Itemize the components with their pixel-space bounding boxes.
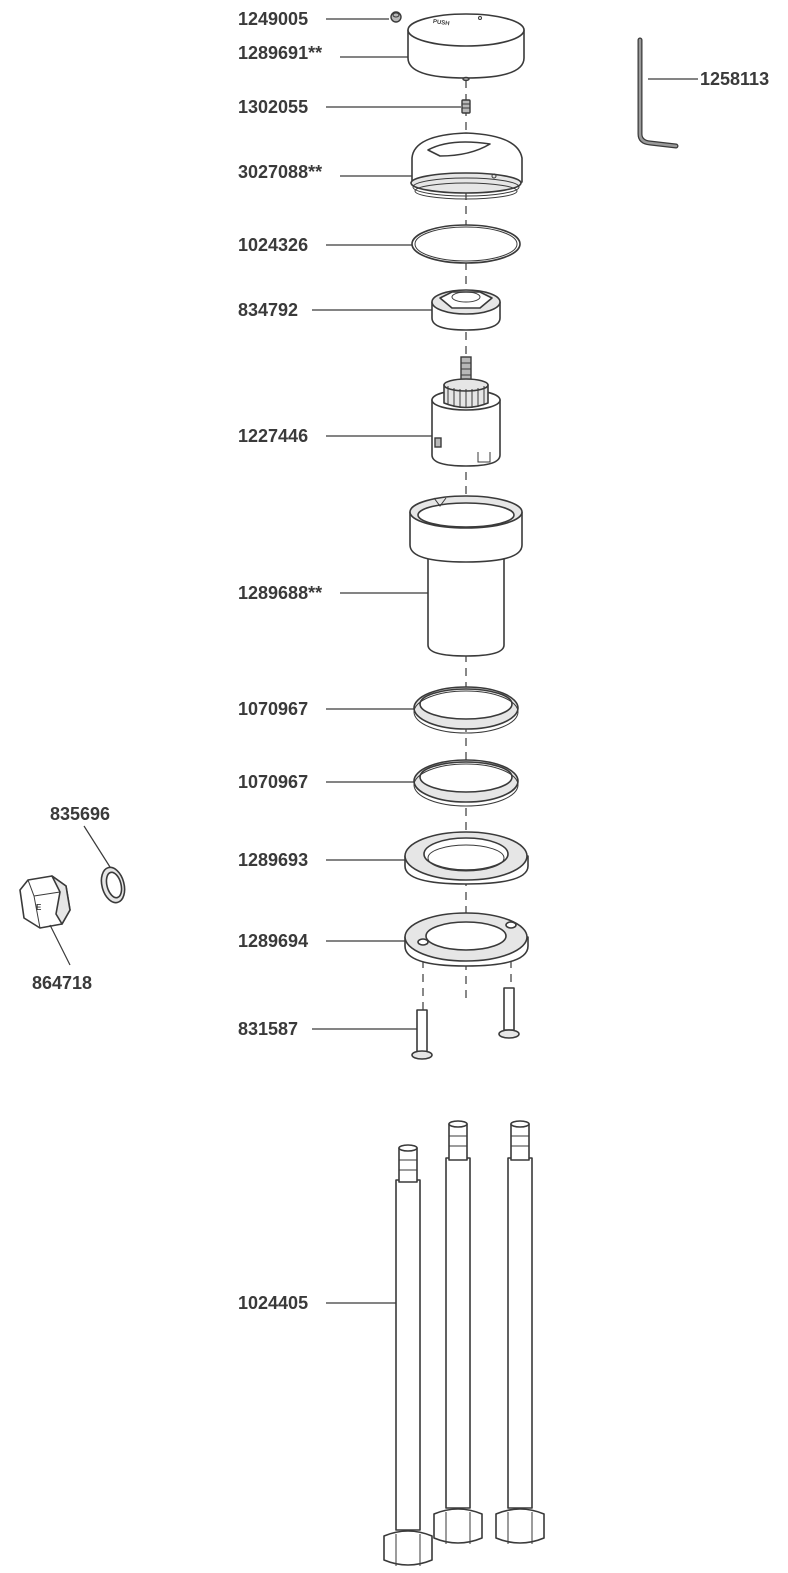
dome-part <box>410 132 523 200</box>
label-body-sleeve: 1289688** <box>238 583 322 603</box>
leader-lines <box>49 18 698 1304</box>
label-set-screw: 1302055 <box>238 97 308 117</box>
body-sleeve-part <box>409 495 523 657</box>
cartridge-part <box>431 356 501 467</box>
label-cap: 1289691** <box>238 43 322 63</box>
label-side-washer: 835696 <box>50 804 110 824</box>
cap-part: PUSH <box>407 13 525 82</box>
o-ring-part <box>411 224 521 264</box>
label-washer-2: 1070967 <box>238 772 308 792</box>
svg-text:E: E <box>36 903 42 912</box>
supply-tubes-part <box>383 1120 545 1566</box>
label-hex-key: 1258113 <box>700 69 769 89</box>
side-washer-part <box>100 866 126 904</box>
label-dome: 3027088** <box>238 162 322 182</box>
bonnet-nut-part <box>431 289 501 331</box>
label-base-ring: 1289693 <box>238 850 308 870</box>
mount-plate-part <box>404 912 529 967</box>
label-mount-plate: 1289694 <box>238 931 308 951</box>
washer-1-part <box>413 686 519 734</box>
base-ring-part <box>404 831 529 885</box>
label-cap-screw: 1249005 <box>238 9 308 29</box>
label-supply-tubes: 1024405 <box>238 1293 308 1313</box>
hex-key-part <box>637 37 679 149</box>
screws-part <box>411 987 520 1060</box>
label-screws: 831587 <box>238 1019 298 1039</box>
cap-screw-part <box>390 11 402 23</box>
hex-nut-part: E <box>19 875 71 929</box>
label-o-ring: 1024326 <box>238 235 308 255</box>
set-screw-part <box>461 99 471 114</box>
label-washer-1: 1070967 <box>238 699 308 719</box>
label-cartridge: 1227446 <box>238 426 308 446</box>
label-bonnet-nut: 834792 <box>238 300 298 320</box>
part-labels: 1249005 1289691** 1302055 3027088** 1024… <box>32 9 769 1313</box>
label-hex-nut: 864718 <box>32 973 92 993</box>
cap-push-text: PUSH <box>433 19 450 27</box>
washer-2-part <box>413 759 519 807</box>
center-axis <box>422 80 512 1010</box>
